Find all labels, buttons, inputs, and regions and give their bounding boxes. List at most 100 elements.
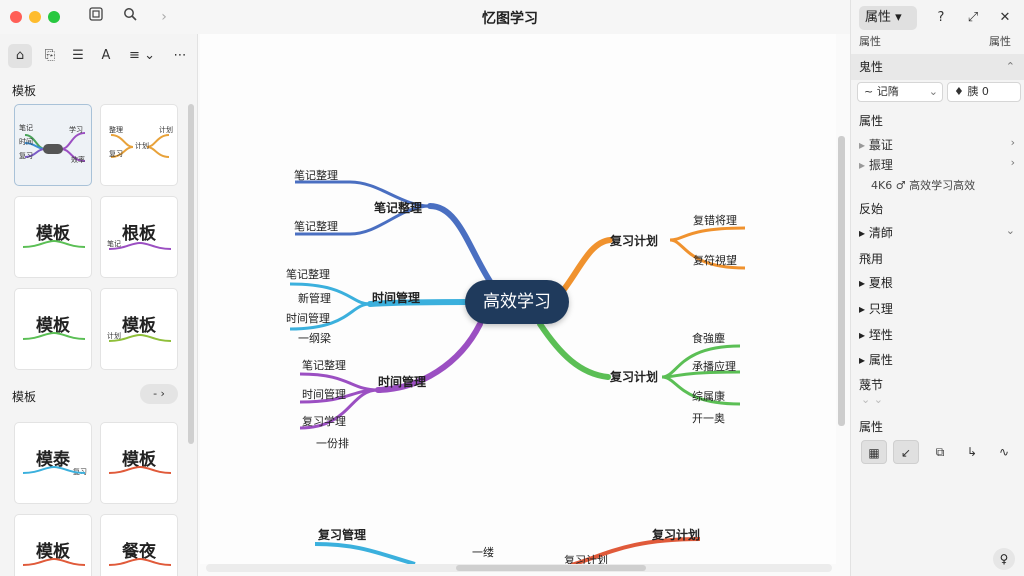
subtopic[interactable]: 笔记整理 xyxy=(294,220,338,233)
branch-topic[interactable]: 笔记整理 xyxy=(374,201,423,215)
template-card[interactable]: 模泰 复习 xyxy=(14,422,92,504)
canvas-horizontal-scrollbar[interactable] xyxy=(206,564,832,572)
properties-dropdown[interactable]: 属性 ▾ xyxy=(859,6,917,30)
value-input[interactable]: ♦ 胰 0 xyxy=(947,82,1021,102)
layout-icon[interactable]: ▦ xyxy=(861,440,887,464)
central-topic[interactable]: 高效学习 xyxy=(465,280,569,324)
branch-topic[interactable]: 复习计划 xyxy=(610,370,659,384)
chevron-down-icon: ⌄ xyxy=(1005,224,1015,237)
subtopic[interactable]: 一缕 xyxy=(472,546,494,559)
mindmap-canvas[interactable]: 高效学习 笔记整理 笔记整理 笔记整理 时间管理 笔记整理 新管理 时间管理 一… xyxy=(200,34,836,564)
subtopic[interactable]: 复错将理 xyxy=(693,214,737,227)
assistant-icon[interactable]: ♀ xyxy=(993,548,1015,570)
subtopic[interactable]: 复符視望 xyxy=(693,254,737,267)
property-label: 属性 xyxy=(859,114,884,128)
template-card[interactable]: 整理 复习 计划 计划 xyxy=(100,104,178,186)
template-card[interactable]: 根板 笔记 xyxy=(100,196,178,278)
sidebar-toggle-icon[interactable] xyxy=(86,7,106,27)
subtopic[interactable]: 笔记整理 xyxy=(294,169,338,182)
card-small-label: 复习 xyxy=(109,150,123,158)
chevron-right-icon[interactable]: › xyxy=(161,9,167,25)
list-icon[interactable]: ≡ ⌄ xyxy=(129,48,155,63)
section-title: 鬼性 xyxy=(859,60,884,74)
description-text: 4K6 ♂ 高效学习高效 xyxy=(871,179,976,192)
style-select[interactable]: ~ 记隋⌄ xyxy=(857,82,943,102)
close-window-button[interactable] xyxy=(10,11,22,23)
curve-icon[interactable]: ↳ xyxy=(966,445,978,459)
properties-panel: 属性 ▾ ? ⤢ ✕ 属性 属性 鬼性⌃ ~ 记隋⌄ ♦ 胰 0 属性 ▸ 蕞证… xyxy=(850,0,1024,576)
property-label: 属性 xyxy=(989,35,1011,48)
outline-icon[interactable]: ☰ xyxy=(72,48,84,63)
branch-topic[interactable]: 复习计划 xyxy=(610,234,659,248)
connector-icon[interactable]: ↙ xyxy=(893,440,919,464)
card-small-label: 笔记 xyxy=(107,240,121,248)
subtopic[interactable]: 笔记整理 xyxy=(302,359,346,372)
property-item[interactable]: ▸ 属性 xyxy=(859,351,1017,368)
app-title: 忆图学习 xyxy=(482,11,538,27)
subtopic[interactable]: 复习学理 xyxy=(302,415,346,428)
subtopic[interactable]: 时间管理 xyxy=(302,388,346,401)
close-icon[interactable]: ✕ xyxy=(999,10,1011,25)
property-item-label: 垤性 xyxy=(868,328,893,342)
card-small-label: 计划 xyxy=(159,126,173,134)
property-label: 蔑节 xyxy=(859,378,884,392)
card-title: 餐夜 xyxy=(122,542,156,562)
branch-topic[interactable]: 复习管理 xyxy=(318,528,367,542)
help-icon[interactable]: ? xyxy=(937,10,945,25)
pager-button[interactable]: - › xyxy=(140,384,178,404)
template-card[interactable]: 模板 xyxy=(14,196,92,278)
section-header[interactable]: 鬼性 ⌃ xyxy=(851,54,1024,80)
maximize-window-button[interactable] xyxy=(48,11,60,23)
property-item[interactable]: ▸ 只理 xyxy=(859,300,1017,317)
card-small-label: 效率 xyxy=(71,156,85,164)
more-icon[interactable]: ⋯ xyxy=(173,48,187,63)
sidebar-scrollbar[interactable] xyxy=(188,104,194,444)
property-item-label: 清師 xyxy=(868,226,893,240)
branch-topic[interactable]: 复习计划 xyxy=(652,528,701,542)
template-card[interactable]: 模板 计划 xyxy=(100,288,178,370)
scrollbar-thumb[interactable] xyxy=(456,565,646,571)
search-icon[interactable] xyxy=(120,7,140,27)
triangle-right-icon: ▸ xyxy=(859,328,869,342)
subtopic[interactable]: 开一奥 xyxy=(692,412,725,425)
subtopic[interactable]: 承播应理 xyxy=(692,360,736,373)
card-small-label: 计划 xyxy=(107,332,121,340)
subtopic[interactable]: 食強塵 xyxy=(692,332,725,345)
subtopic[interactable]: 一份排 xyxy=(316,437,349,450)
subtopic[interactable]: 综属康 xyxy=(692,390,725,403)
property-item-label: 夏根 xyxy=(868,276,893,290)
copy-icon[interactable]: ⎘ xyxy=(44,48,56,63)
subtopic[interactable]: 复习计划 xyxy=(564,554,608,564)
template-card[interactable]: 模板 xyxy=(14,514,92,576)
chevron-down-icon[interactable]: ⌄ ⌄ xyxy=(861,393,883,406)
property-item[interactable]: ▸ 垤性 xyxy=(859,326,1017,343)
chevron-right-icon: › xyxy=(1010,136,1015,149)
template-card[interactable]: 模板 xyxy=(100,422,178,504)
expand-icon[interactable]: ⤢ xyxy=(967,10,979,25)
chevron-right-icon: › xyxy=(1010,156,1015,169)
subtopic[interactable]: 时间管理 xyxy=(286,312,330,325)
property-item[interactable]: ▸ 蕞证› xyxy=(859,136,1017,153)
wave-icon[interactable]: ∿ xyxy=(998,445,1010,459)
property-item[interactable]: ▸ 振理› xyxy=(859,156,1017,173)
template-card[interactable]: 餐夜 xyxy=(100,514,178,576)
property-label: 飛用 xyxy=(859,252,884,266)
branch-topic[interactable]: 时间管理 xyxy=(372,291,421,305)
canvas-vertical-scrollbar[interactable] xyxy=(838,136,845,426)
subtopic[interactable]: 笔记整理 xyxy=(286,268,330,281)
template-card[interactable]: 模板 xyxy=(14,288,92,370)
property-item[interactable]: ▸ 清師⌄ xyxy=(859,224,1017,241)
card-small-label: 整理 xyxy=(109,126,123,134)
property-item[interactable]: ▸ 夏根 xyxy=(859,274,1017,291)
font-icon[interactable]: A xyxy=(101,48,111,63)
list-icon-glyph: ≡ xyxy=(129,48,140,63)
branch-topic[interactable]: 时间管理 xyxy=(378,375,427,389)
subtopic[interactable]: 新管理 xyxy=(298,292,331,305)
chevron-up-icon: ⌃ xyxy=(1005,60,1015,73)
subtopic[interactable]: 一纲梁 xyxy=(298,332,331,345)
frame-icon[interactable]: ⧉ xyxy=(935,445,945,459)
template-icon[interactable]: ⌂ xyxy=(8,44,32,68)
minimize-window-button[interactable] xyxy=(29,11,41,23)
template-card[interactable]: 笔记 时间 复习 学习 效率 xyxy=(14,104,92,186)
